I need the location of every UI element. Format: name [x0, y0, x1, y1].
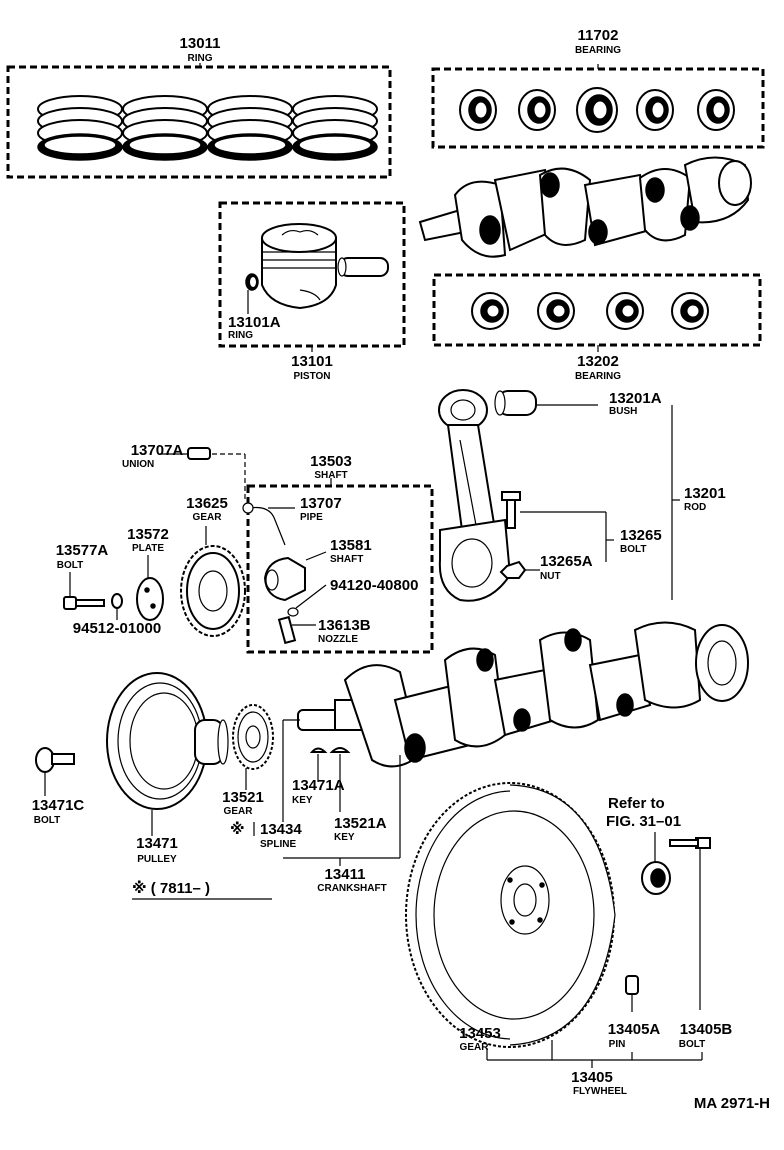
piston-ring-sets: [37, 95, 378, 161]
washer-number: 94512-01000: [73, 620, 161, 637]
pipe-name: PIPE: [300, 512, 323, 523]
piston-pin-bush: [494, 390, 537, 416]
pulley-bolt-number: 13471C: [32, 797, 85, 814]
lower-main-bearings: [471, 292, 709, 330]
refer-note-line1: Refer to: [608, 795, 665, 812]
washer-oring-number: 94120-40800: [330, 577, 418, 594]
nozzle-number: 13613B: [318, 617, 371, 634]
idler-shaft-name: SHAFT: [314, 470, 347, 481]
rod-name: ROD: [684, 502, 706, 513]
pulley-key-number: 13471A: [292, 777, 345, 794]
dowel-pin-number: 13405A: [608, 1021, 661, 1038]
ring-set-number: 13011: [180, 35, 221, 52]
flywheel-name: FLYWHEEL: [573, 1086, 627, 1097]
snap-ring-name: RING: [228, 330, 253, 341]
lower-bearing-name: BEARING: [575, 371, 621, 382]
rod-number: 13201: [684, 485, 726, 502]
rod-bolt-name: BOLT: [620, 544, 646, 555]
pulley-bolt-illustration: [35, 747, 75, 773]
rod-nut-name: NUT: [540, 571, 561, 582]
idler-shaft-part-name: SHAFT: [330, 554, 363, 565]
lower-bearing-number: 13202: [577, 353, 619, 370]
upper-bearing-number: 11702: [578, 27, 619, 44]
crank-gear-number: 13521: [222, 789, 264, 806]
pulley-key-name: KEY: [292, 795, 313, 806]
union-number: 13707A: [131, 442, 184, 459]
bush-number: 13201A: [609, 390, 662, 407]
pulley-number: 13471: [136, 835, 178, 852]
crank-gear-name: GEAR: [224, 806, 254, 817]
gear-key: [329, 747, 351, 753]
figure-code: MA 2971-H: [694, 1095, 770, 1112]
plate-bolt-number: 13577A: [56, 542, 109, 559]
crank-gear-illustration: [232, 704, 274, 770]
pipe-number: 13707: [300, 495, 342, 512]
ring-gear-name: GEAR: [460, 1042, 490, 1053]
connecting-rod-illustration: [438, 389, 512, 602]
spline-name: SPLINE: [260, 839, 296, 850]
rod-bolt-number: 13265: [620, 527, 662, 544]
flywheel-bolt-number: 13405B: [680, 1021, 733, 1038]
thrust-plate: [136, 577, 164, 621]
piston-pin: [337, 257, 389, 277]
piston-illustration: [261, 223, 337, 310]
upper-bearing-name: BEARING: [575, 45, 621, 56]
snap-ring-number: 13101A: [228, 314, 281, 331]
flywheel-bolt-name: BOLT: [679, 1039, 705, 1050]
applicability-note: ※ ( 7811– ): [132, 879, 210, 897]
flywheel-number: 13405: [571, 1069, 613, 1086]
union-bolt: [187, 447, 211, 460]
plate-number: 13572: [127, 526, 169, 543]
spline-mark: ※: [230, 820, 245, 838]
crankshaft-number: 13411: [325, 866, 366, 883]
idler-shaft-number: 13503: [310, 453, 352, 470]
gear-key-number: 13521A: [334, 815, 387, 832]
crankshaft-main-illustration: [297, 621, 749, 768]
crankshaft-top-illustration: [418, 156, 752, 258]
dowel-pin: [625, 975, 639, 995]
flywheel-illustration: [405, 782, 616, 1048]
upper-main-bearings: [459, 87, 735, 133]
ring-group-box: [6, 65, 392, 179]
pulley-name: PULLEY: [137, 854, 177, 865]
union-name: UNION: [122, 459, 154, 470]
flywheel-bolt-illustration: [669, 837, 711, 849]
dowel-pin-name: PIN: [609, 1039, 626, 1050]
refer-note-line2: FIG. 31–01: [606, 813, 681, 830]
idler-shaft-part-number: 13581: [330, 537, 372, 554]
plate-bolt: [63, 596, 105, 610]
spline-number: 13434: [260, 821, 302, 838]
plate-name: PLATE: [132, 543, 164, 554]
oil-pipe: [242, 502, 286, 546]
oil-nozzle: [277, 615, 297, 645]
pilot-bearing: [641, 861, 671, 895]
snap-ring: [245, 273, 259, 291]
plate-bolt-name: BOLT: [57, 560, 83, 571]
bush-name: BUSH: [609, 406, 637, 417]
crank-pulley-illustration: [106, 672, 229, 810]
idler-shaft-illustration: [263, 556, 306, 602]
piston-name: PISTON: [293, 371, 330, 382]
idler-gear-name: GEAR: [193, 512, 223, 523]
crankshaft-name: CRANKSHAFT: [317, 883, 386, 894]
idler-gear-number: 13625: [186, 495, 228, 512]
ring-gear-number: 13453: [459, 1025, 501, 1042]
rod-bolt-part: [501, 491, 521, 529]
pulley-bolt-name: BOLT: [34, 815, 60, 826]
piston-number: 13101: [291, 353, 333, 370]
plain-washer: [111, 593, 123, 609]
ring-set-name: RING: [188, 53, 213, 64]
nozzle-name: NOZZLE: [318, 634, 358, 645]
gear-key-name: KEY: [334, 832, 355, 843]
rod-nut-part: [499, 560, 527, 579]
pulley-key: [309, 747, 328, 753]
rod-nut-number: 13265A: [540, 553, 593, 570]
idler-gear-illustration: [180, 545, 246, 637]
idler-shaft-group-box: [246, 484, 434, 654]
oring-washer: [287, 607, 299, 617]
